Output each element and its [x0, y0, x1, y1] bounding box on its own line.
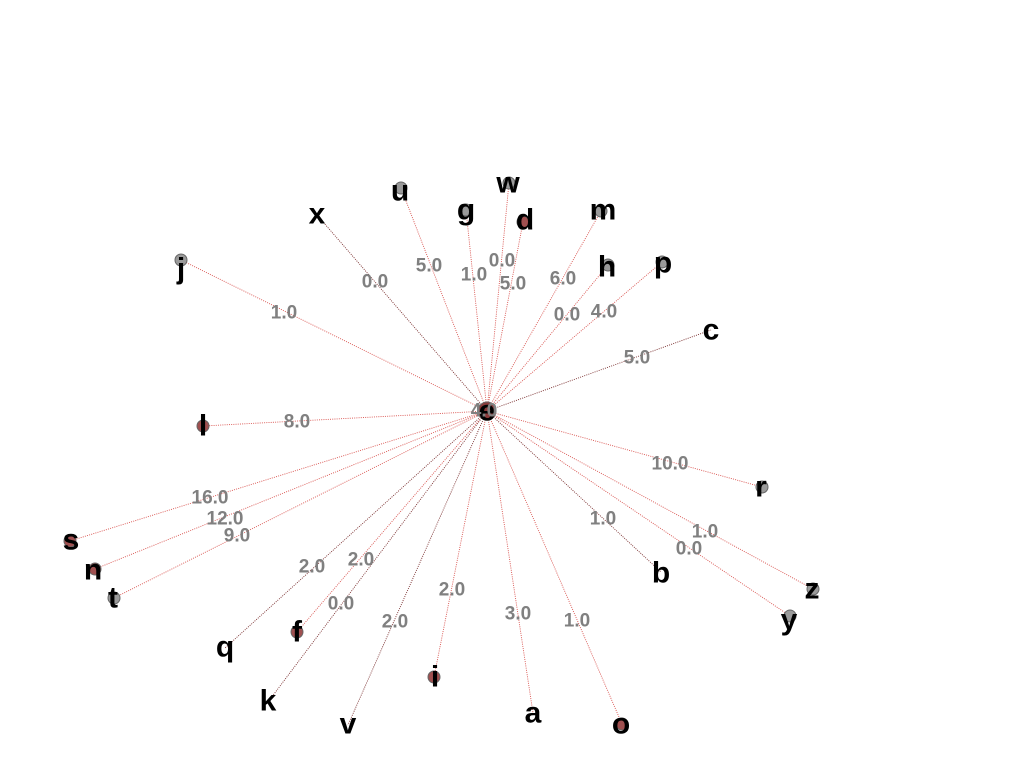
edge-e-v [347, 410, 488, 726]
edge-e-z [486, 410, 814, 590]
edge-weight-label-o: 1.0 [564, 611, 590, 632]
edge-weight-label-a: 3.0 [505, 604, 531, 625]
node-label-t: t [108, 582, 118, 615]
edge-e-y [486, 410, 791, 617]
edge-e-x [316, 214, 488, 412]
node-dot-n [88, 562, 102, 576]
node-label-g: g [457, 194, 475, 227]
node-label-k: k [260, 685, 277, 718]
node-label-m: m [590, 194, 617, 227]
node-dot-f [290, 625, 304, 639]
edge-weight-label-x: 0.0 [362, 272, 388, 293]
edge-e-u [400, 187, 488, 412]
node-dot-d [516, 215, 530, 229]
node-label-e: e [479, 395, 496, 428]
edge-weight-label-g: 1.0 [461, 265, 487, 286]
node-dot-p [655, 255, 669, 269]
edge-e-q [224, 410, 488, 649]
edge-e-o [486, 410, 623, 725]
edge-e-f [296, 410, 488, 633]
node-label-y: y [781, 604, 798, 637]
edge-weight-label-w: 0.0 [489, 251, 515, 272]
edge-e-n [94, 410, 488, 570]
node-dot-j [174, 253, 188, 267]
edge-weight-label-p: 4.0 [591, 302, 617, 323]
node-dot-g [459, 203, 473, 217]
center-value-label: 4.0 [471, 401, 497, 422]
edge-weight-label-t: 9.0 [224, 526, 250, 547]
edge-weight-label-y: 0.0 [676, 539, 702, 560]
edge-e-w [486, 182, 510, 412]
node-dot-z [806, 582, 820, 596]
edge-weight-label-q: 2.0 [299, 557, 325, 578]
node-label-o: o [612, 708, 630, 741]
node-dot-u [394, 181, 408, 195]
node-label-f: f [292, 616, 303, 649]
node-label-v: v [340, 708, 357, 741]
edge-e-j [180, 259, 488, 412]
node-dot-l [196, 419, 210, 433]
edge-weight-label-c: 5.0 [624, 348, 650, 369]
node-label-x: x [309, 198, 326, 231]
node-dot-y [783, 609, 797, 623]
node-dot-w [502, 176, 516, 190]
edge-weight-label-s: 16.0 [192, 488, 229, 509]
node-label-l: l [199, 410, 207, 443]
edge-weight-label-l: 8.0 [284, 412, 310, 433]
node-label-p: p [654, 247, 672, 280]
node-label-s: s [63, 524, 80, 557]
node-label-n: n [84, 554, 102, 587]
node-label-i: i [431, 661, 439, 694]
edge-weight-label-b: 1.0 [590, 509, 616, 530]
node-dot-i [427, 670, 441, 684]
node-label-j: j [176, 253, 185, 286]
node-label-r: r [755, 471, 767, 504]
node-label-a: a [525, 697, 542, 730]
edge-weight-label-n: 12.0 [207, 509, 244, 530]
edge-e-r [486, 410, 763, 488]
node-dot-e [477, 401, 497, 421]
node-dot-m [594, 204, 608, 218]
node-label-d: d [516, 204, 534, 237]
edge-e-g [465, 209, 488, 412]
edge-weight-label-j: 1.0 [271, 303, 297, 324]
edge-e-c [486, 329, 712, 412]
node-dot-s [63, 534, 77, 548]
edge-weight-label-k: 2.0 [348, 550, 374, 571]
edge-e-m [486, 210, 602, 412]
node-dot-o [615, 717, 629, 731]
node-label-u: u [391, 175, 409, 208]
node-dot-r [755, 480, 769, 494]
edge-weight-label-f: 0.0 [328, 594, 354, 615]
node-dot-h [601, 258, 615, 272]
edge-e-h [486, 264, 609, 412]
edge-e-p [486, 261, 663, 412]
edge-e-s [69, 410, 488, 542]
edge-weight-label-d: 5.0 [500, 274, 526, 295]
edge-e-t [113, 410, 488, 599]
node-label-c: c [703, 314, 720, 347]
node-dot-t [107, 591, 121, 605]
edge-weight-label-h: 0.0 [554, 305, 580, 326]
edge-e-a [486, 410, 534, 714]
edge-e-l [202, 410, 488, 427]
edge-weight-label-v: 2.0 [382, 612, 408, 633]
edge-weight-label-z: 1.0 [692, 522, 718, 543]
edges-layer [69, 182, 814, 726]
edge-weight-label-i: 2.0 [439, 580, 465, 601]
edge-weight-label-u: 5.0 [416, 256, 442, 277]
edge-weight-label-m: 6.0 [550, 269, 576, 290]
node-label-q: q [216, 631, 234, 664]
edge-e-i [433, 410, 488, 678]
node-label-z: z [805, 573, 820, 606]
node-label-h: h [598, 251, 616, 284]
node-label-w: w [495, 167, 520, 200]
node-label-b: b [652, 557, 670, 590]
edge-weight-label-r: 10.0 [652, 454, 689, 475]
